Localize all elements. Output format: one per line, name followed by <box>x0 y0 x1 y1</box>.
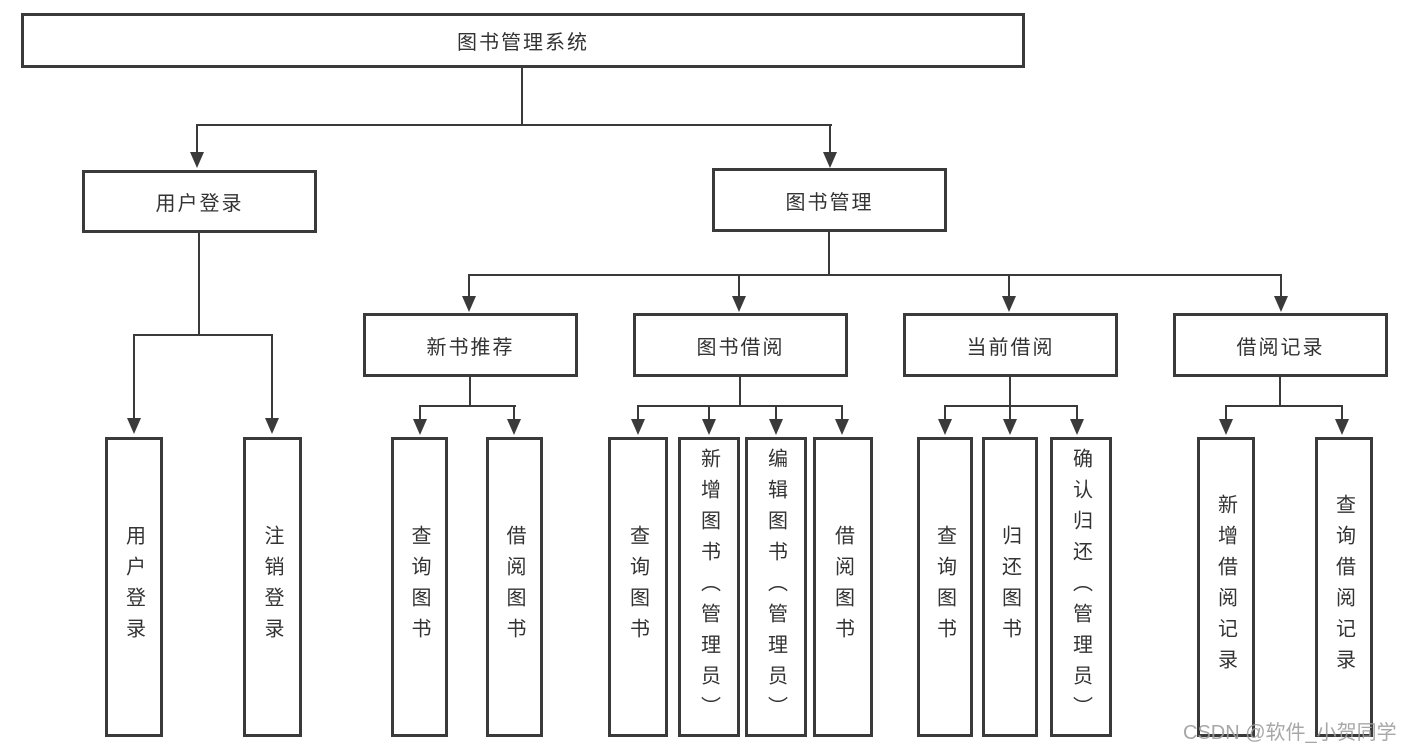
arrow-down-icon <box>265 418 279 434</box>
arrow-down-icon <box>938 419 952 435</box>
connector-line <box>1341 405 1343 420</box>
leaf-records-query-record: 查询借阅记录 <box>1315 437 1373 737</box>
node-label: 图书管理系统 <box>457 32 589 54</box>
leaf-logout: 注销登录 <box>243 437 302 737</box>
arrow-down-icon <box>732 296 746 312</box>
arrow-down-icon <box>823 152 837 168</box>
arrow-down-icon <box>1274 296 1288 312</box>
connector-line <box>1009 405 1011 420</box>
leaf-borrow-add-books-admin: 新增图书（管理员） <box>678 437 740 737</box>
leaf-label: 借阅图书 <box>831 525 854 649</box>
connector-line <box>468 274 1282 276</box>
connector-line <box>1279 377 1281 407</box>
arrow-down-icon <box>1335 419 1349 435</box>
arrow-down-icon <box>769 419 783 435</box>
connector-line <box>1076 405 1078 420</box>
leaf-borrow-borrow-books: 借阅图书 <box>813 437 873 737</box>
leaf-label: 查询图书 <box>408 525 430 649</box>
connector-line <box>419 405 421 420</box>
connector-line <box>841 405 843 420</box>
connector-line <box>469 377 471 407</box>
arrow-down-icon <box>631 419 645 435</box>
connector-line <box>637 405 843 407</box>
connector-line <box>521 68 523 126</box>
leaf-records-add-record: 新增借阅记录 <box>1197 437 1255 737</box>
arrow-down-icon <box>702 419 716 435</box>
connector-line <box>1009 377 1011 407</box>
node-label: 图书借阅 <box>696 336 785 359</box>
node-book-management: 图书管理 <box>712 168 947 232</box>
arrow-down-icon <box>1219 419 1233 435</box>
leaf-newbook-query-books: 查询图书 <box>391 437 448 737</box>
connector-line <box>419 405 516 407</box>
node-label: 新书推荐 <box>426 336 515 359</box>
leaf-borrow-query-books: 查询图书 <box>608 437 668 737</box>
arrow-down-icon <box>507 419 521 435</box>
node-book-borrow: 图书借阅 <box>633 313 848 377</box>
connector-line <box>1225 405 1227 420</box>
connector-line <box>738 274 740 298</box>
connector-line <box>196 124 198 154</box>
leaf-label: 新增图书（管理员） <box>697 447 720 727</box>
connector-line <box>739 377 741 407</box>
leaf-label: 确认归还（管理员） <box>1069 447 1092 727</box>
leaf-label: 查询借阅记录 <box>1332 494 1355 680</box>
leaf-label: 查询图书 <box>933 525 956 649</box>
leaf-label: 借阅图书 <box>503 525 525 649</box>
leaf-label: 用户登录 <box>122 525 145 649</box>
leaf-label: 查询图书 <box>626 525 649 649</box>
arrow-down-icon <box>1003 419 1017 435</box>
leaf-current-return-books: 归还图书 <box>982 437 1038 737</box>
node-label: 用户登录 <box>155 193 244 215</box>
leaf-label: 新增借阅记录 <box>1214 494 1237 680</box>
connector-line <box>637 405 639 420</box>
arrow-down-icon <box>190 152 204 168</box>
leaf-label: 编辑图书（管理员） <box>764 447 787 727</box>
leaf-user-login: 用户登录 <box>105 437 163 737</box>
connector-line <box>133 334 273 336</box>
connector-line <box>198 233 200 336</box>
csdn-watermark: CSDN @软件_小贺同学 <box>1183 722 1397 744</box>
leaf-current-confirm-return-admin: 确认归还（管理员） <box>1050 437 1112 737</box>
node-new-book-recommend: 新书推荐 <box>363 313 578 377</box>
connector-line <box>944 405 946 420</box>
connector-line <box>271 334 273 420</box>
arrow-down-icon <box>1002 296 1016 312</box>
leaf-newbook-borrow-books: 借阅图书 <box>486 437 543 737</box>
connector-line <box>775 405 777 420</box>
connector-line <box>133 334 135 420</box>
node-label: 借阅记录 <box>1236 336 1325 359</box>
node-label: 图书管理 <box>785 191 874 214</box>
connector-line <box>944 405 1078 407</box>
node-borrow-records: 借阅记录 <box>1173 313 1388 377</box>
node-user-login: 用户登录 <box>82 170 317 233</box>
connector-line <box>1008 274 1010 298</box>
arrow-down-icon <box>835 419 849 435</box>
connector-line <box>196 124 832 126</box>
leaf-borrow-edit-books-admin: 编辑图书（管理员） <box>745 437 807 737</box>
arrow-down-icon <box>462 296 476 312</box>
node-current-borrow: 当前借阅 <box>903 313 1118 377</box>
arrow-down-icon <box>413 419 427 435</box>
leaf-current-query-books: 查询图书 <box>917 437 973 737</box>
connector-line <box>829 124 831 154</box>
connector-line <box>828 232 830 276</box>
connector-line <box>513 405 515 420</box>
node-library-system: 图书管理系统 <box>21 13 1025 68</box>
arrow-down-icon <box>1070 419 1084 435</box>
connector-line <box>468 274 470 298</box>
node-label: 当前借阅 <box>966 336 1055 359</box>
connector-line <box>1225 405 1343 407</box>
connector-line <box>708 405 710 420</box>
leaf-label: 归还图书 <box>998 525 1021 649</box>
connector-line <box>1280 274 1282 298</box>
leaf-label: 注销登录 <box>261 525 283 649</box>
arrow-down-icon <box>127 418 141 434</box>
